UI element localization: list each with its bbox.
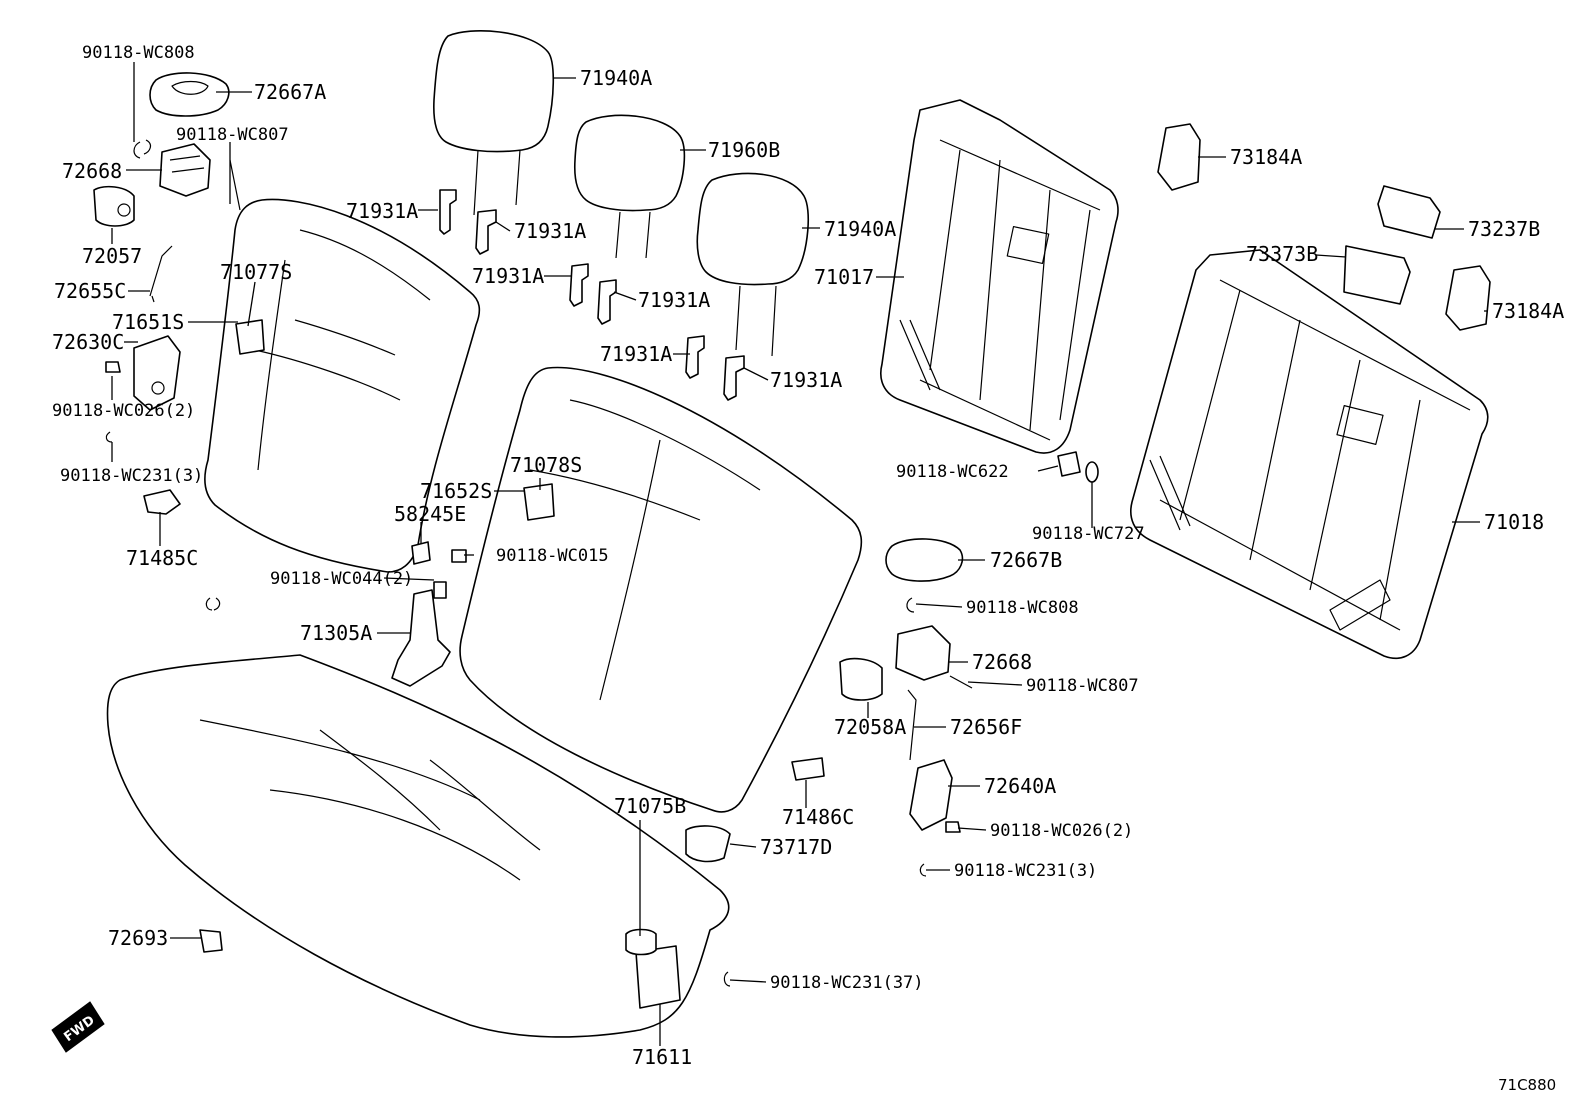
part-73184A-right	[1445, 265, 1491, 331]
part-72656F	[907, 689, 917, 761]
callout-90118-wc808-right: 90118-WC808	[966, 598, 1079, 618]
part-72630C	[133, 335, 181, 411]
headrest-guides	[439, 189, 745, 401]
callout-72693: 72693	[108, 926, 168, 950]
callout-labels: 90118-WC808 72667A 90118-WC807 72668 720…	[52, 43, 1564, 1094]
callout-71017: 71017	[814, 265, 874, 289]
callout-90118-wc808-top: 90118-WC808	[82, 43, 195, 63]
callout-71486c: 71486C	[782, 805, 854, 829]
part-71611	[635, 945, 681, 1009]
callout-71075b: 71075B	[614, 794, 686, 818]
seat-cushion	[106, 654, 730, 1038]
callout-90118-wc807-right: 90118-WC807	[1026, 676, 1139, 696]
fwd-badge: FWD	[51, 1001, 105, 1053]
callout-72630c: 72630C	[52, 330, 124, 354]
callout-71931a-6: 71931A	[770, 368, 842, 392]
callout-90118-wc044: 90118-WC044(2)	[270, 569, 413, 589]
leader-lines	[111, 62, 1488, 1046]
part-bolt-right	[945, 821, 961, 833]
callout-71305a: 71305A	[300, 621, 372, 645]
seat-back-left	[204, 198, 481, 573]
callout-73184a-top: 73184A	[1230, 145, 1302, 169]
callout-72667a: 72667A	[254, 80, 326, 104]
callout-72656f: 72656F	[950, 715, 1022, 739]
callout-73184a-right: 73184A	[1492, 299, 1564, 323]
callout-73373b: 73373B	[1246, 242, 1318, 266]
callout-71931a-5: 71931A	[600, 342, 672, 366]
callout-90118-wc727: 90118-WC727	[1032, 524, 1145, 544]
callout-71931a-3: 71931A	[472, 264, 544, 288]
callout-72057: 72057	[82, 244, 142, 268]
callout-71077s: 71077S	[220, 260, 292, 284]
part-73184A-top	[1157, 123, 1201, 191]
callout-72668-right: 72668	[972, 650, 1032, 674]
part-bolt-wc044	[433, 581, 447, 599]
callout-73717d: 73717D	[760, 835, 832, 859]
part-73373B	[1343, 245, 1411, 305]
callout-90118-wc015: 90118-WC015	[496, 546, 609, 566]
callout-71960b: 71960B	[708, 138, 780, 162]
callout-71485c: 71485C	[126, 546, 198, 570]
headrest-middle	[573, 114, 686, 212]
callout-71018: 71018	[1484, 510, 1544, 534]
seat-frame-left	[880, 99, 1119, 454]
part-bolt-left	[105, 361, 121, 373]
callout-90118-wc026-right: 90118-WC026(2)	[990, 821, 1133, 841]
seat-frame-right	[1130, 249, 1489, 660]
part-71485C	[143, 489, 181, 515]
callout-90118-wc231-37: 90118-WC231(37)	[770, 973, 924, 993]
callout-71940a-top: 71940A	[580, 66, 652, 90]
part-72640A	[909, 759, 953, 831]
callout-73237b: 73237B	[1468, 217, 1540, 241]
part-72058A	[839, 657, 883, 701]
part-58245E	[411, 541, 431, 565]
callout-71931a-4: 71931A	[638, 288, 710, 312]
callout-71611: 71611	[632, 1045, 692, 1069]
part-71305A	[391, 589, 451, 687]
callout-71651s: 71651S	[112, 310, 184, 334]
callout-71078s: 71078S	[510, 453, 582, 477]
callout-71940a-right: 71940A	[824, 217, 896, 241]
part-bolt-wc015	[451, 549, 467, 563]
callout-90118-wc622: 90118-WC622	[896, 462, 1009, 482]
part-72655C	[149, 245, 173, 303]
seat-back-right	[459, 366, 863, 813]
callout-58245e: 58245E	[394, 502, 466, 526]
part-73717D	[685, 825, 731, 863]
callout-72667b: 72667B	[990, 548, 1062, 572]
callout-71931a-1: 71931A	[346, 199, 418, 223]
part-73237B	[1377, 185, 1441, 239]
callout-71652s: 71652S	[420, 479, 492, 503]
callout-72640a: 72640A	[984, 774, 1056, 798]
part-drawings	[93, 30, 1491, 1038]
part-71651S	[235, 319, 265, 355]
headrest-left	[433, 30, 555, 153]
part-71652S	[523, 483, 555, 521]
part-72667B	[885, 538, 964, 582]
callout-72668-left: 72668	[62, 159, 122, 183]
figure-code: 71C880	[1498, 1076, 1556, 1094]
part-wc727	[1085, 461, 1099, 483]
callout-71931a-2: 71931A	[514, 219, 586, 243]
callout-90118-wc807-left: 90118-WC807	[176, 125, 289, 145]
headrest-right	[696, 172, 810, 286]
callout-90118-wc231-left: 90118-WC231(3)	[60, 466, 203, 486]
part-72693	[199, 929, 223, 953]
callout-72655c: 72655C	[54, 279, 126, 303]
callout-72058a: 72058A	[834, 715, 906, 739]
part-72668-right	[895, 625, 951, 681]
callout-90118-wc231-right: 90118-WC231(3)	[954, 861, 1097, 881]
part-71486C	[791, 757, 825, 781]
part-wc622	[1057, 451, 1081, 477]
callout-90118-wc026-left: 90118-WC026(2)	[52, 401, 195, 421]
